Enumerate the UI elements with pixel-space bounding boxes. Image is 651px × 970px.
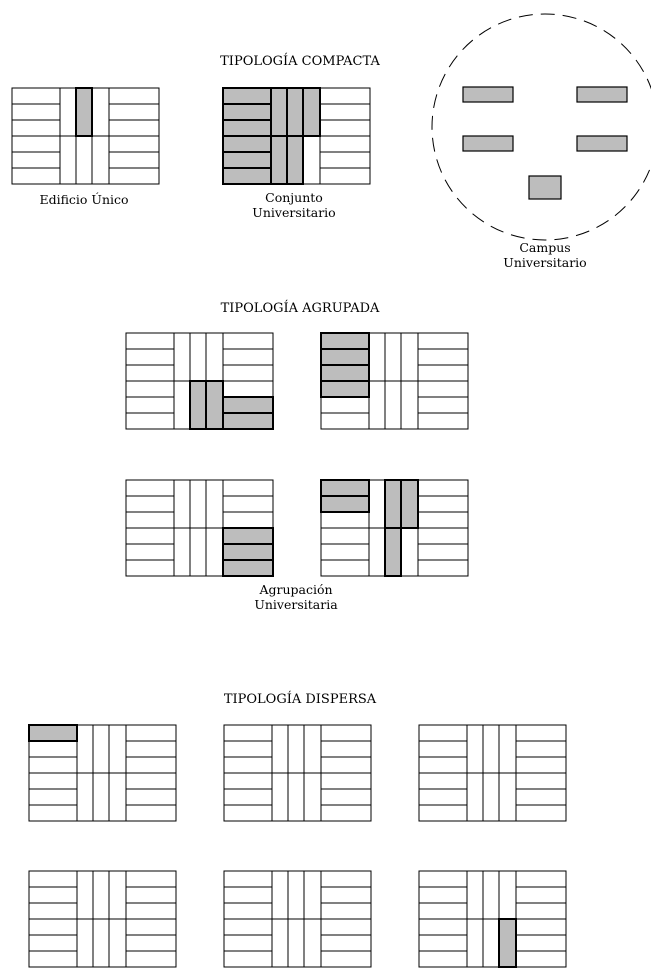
shaded-cell — [29, 725, 77, 741]
shaded-cell — [321, 381, 369, 397]
shaded-cell — [287, 88, 303, 136]
campus-building — [462, 135, 514, 152]
block-agrupada-3 — [125, 479, 274, 577]
shaded-cell — [223, 544, 273, 560]
block-diagrams — [11, 87, 567, 968]
block-dispersa-5 — [223, 870, 372, 968]
caption-edificio-unico: Edificio Único — [39, 191, 128, 207]
campus-building — [528, 175, 562, 200]
block-conjunto-universitario — [222, 87, 371, 185]
shaded-cell — [223, 168, 271, 184]
shaded-cell — [321, 496, 369, 512]
block-dispersa-3 — [418, 724, 567, 822]
caption-conjunto-line1: Conjunto — [265, 190, 323, 205]
campus-building — [462, 86, 514, 103]
shaded-cell — [303, 88, 320, 136]
shaded-cell — [321, 349, 369, 365]
shaded-cell — [223, 88, 271, 104]
shaded-cell — [223, 136, 271, 152]
shaded-cell — [385, 480, 401, 528]
shaded-cell — [321, 333, 369, 349]
shaded-cell-outline — [222, 559, 274, 577]
shaded-cell-outline — [320, 380, 370, 398]
caption-conjunto-line2: Universitario — [252, 205, 335, 220]
title-tipologia-agrupada: TIPOLOGÍA AGRUPADA — [221, 300, 380, 316]
shaded-cell-outline — [28, 724, 78, 742]
block-agrupada-4 — [320, 479, 469, 577]
shaded-cell — [223, 152, 271, 168]
shaded-cell-outline — [222, 412, 274, 430]
shaded-cell-outline — [286, 135, 304, 185]
block-dispersa-4 — [28, 870, 177, 968]
shaded-cell — [223, 104, 271, 120]
block-dispersa-6 — [418, 870, 567, 968]
shaded-cell — [271, 88, 287, 136]
campus-boundary-circle — [431, 13, 651, 241]
shaded-cell — [401, 480, 418, 528]
shaded-cell — [76, 88, 92, 136]
title-tipologia-dispersa: TIPOLOGÍA DISPERSA — [224, 691, 377, 707]
caption-campus-line2: Universitario — [503, 255, 586, 270]
campus-building — [576, 135, 628, 152]
shaded-cell — [271, 136, 287, 184]
title-tipologia-compacta: TIPOLOGÍA COMPACTA — [220, 53, 380, 69]
campus-building — [576, 86, 628, 103]
shaded-cell-outline — [302, 87, 321, 137]
shaded-cell — [190, 381, 206, 429]
shaded-cell-outline — [320, 495, 370, 513]
block-agrupada-2 — [320, 332, 469, 430]
shaded-cell — [287, 136, 303, 184]
shaded-cell-outline — [400, 479, 419, 529]
block-edificio-unico — [11, 87, 160, 185]
block-agrupada-1 — [125, 332, 274, 430]
shaded-cell-outline — [498, 918, 517, 968]
shaded-cell — [223, 397, 273, 413]
caption-campus-line1: Campus — [519, 240, 570, 255]
shaded-cell-outline — [384, 527, 402, 577]
shaded-cell — [223, 413, 273, 429]
caption-agrupacion-line2: Universitaria — [254, 597, 338, 612]
shaded-cell — [321, 365, 369, 381]
shaded-cell — [223, 560, 273, 576]
shaded-cell — [385, 528, 401, 576]
block-dispersa-2 — [223, 724, 372, 822]
shaded-cell — [499, 919, 516, 967]
shaded-cell — [223, 120, 271, 136]
caption-agrupacion-line1: Agrupación — [258, 582, 332, 597]
shaded-cell-outline — [75, 87, 93, 137]
shaded-cell — [321, 480, 369, 496]
shaded-cell — [223, 528, 273, 544]
block-dispersa-1 — [28, 724, 177, 822]
shaded-cell — [206, 381, 223, 429]
